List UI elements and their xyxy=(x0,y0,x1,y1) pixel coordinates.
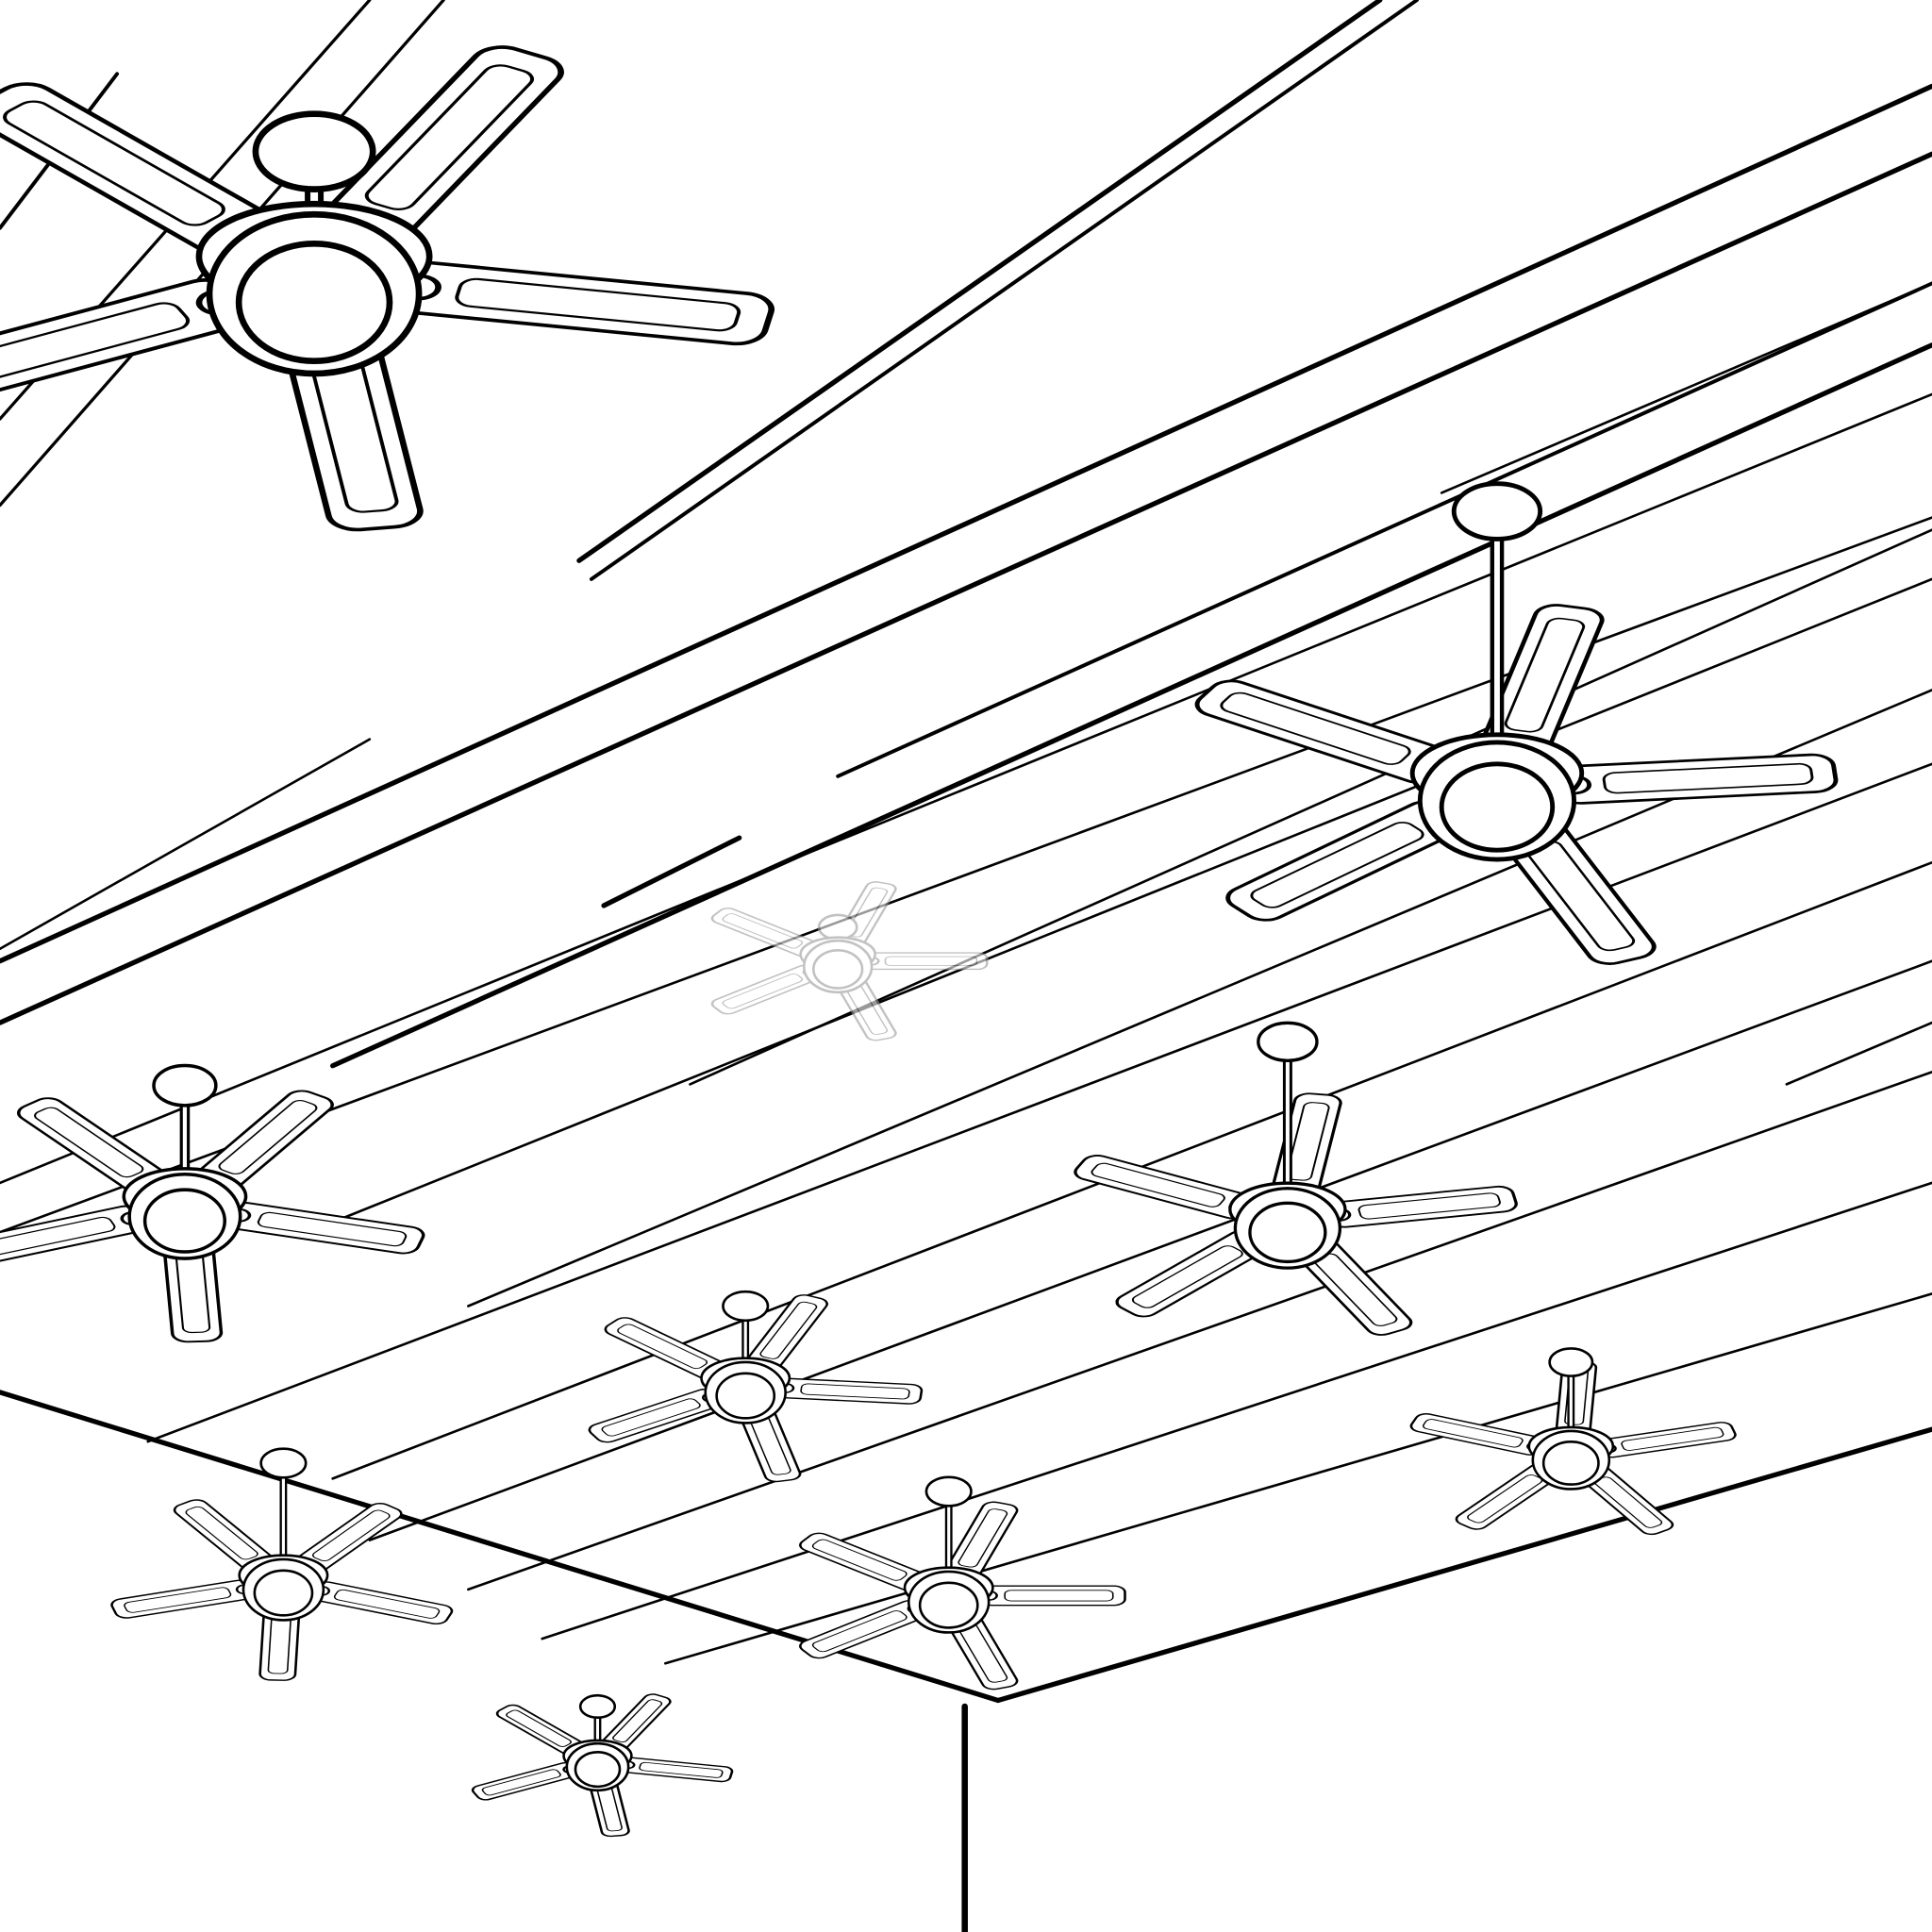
ceiling-line xyxy=(589,0,1419,581)
light-globe xyxy=(142,1188,227,1254)
ceiling-line xyxy=(995,1426,1932,1704)
blade-inner-line xyxy=(1004,1590,1114,1602)
blade-inner-line xyxy=(257,1211,408,1247)
fan-blade xyxy=(979,1585,1126,1607)
canopy xyxy=(152,1063,218,1108)
canopy xyxy=(722,1290,770,1323)
ceiling-fan-icon xyxy=(0,1063,425,1343)
light-globe xyxy=(574,1750,622,1789)
ceiling-fan-icon xyxy=(710,881,989,1041)
blade-inner-line xyxy=(884,956,978,966)
ceiling-line xyxy=(0,83,1932,964)
ceiling-line xyxy=(836,281,1932,778)
blade-inner-line xyxy=(0,1216,116,1258)
canopy xyxy=(252,110,376,192)
blade-inner-line xyxy=(364,64,535,210)
blade-inner-line xyxy=(1285,1102,1330,1181)
blade-inner-line xyxy=(811,1610,908,1653)
ceiling-fan-icon xyxy=(1194,481,1839,965)
blade-inner-line xyxy=(1504,617,1586,733)
light-globe xyxy=(918,1581,979,1629)
blade-shape xyxy=(979,1585,1126,1607)
canopy xyxy=(1548,1347,1594,1377)
ceiling-line xyxy=(467,1071,1932,1591)
ceiling-fans xyxy=(0,45,1839,1838)
blade-inner-line xyxy=(1357,1192,1501,1220)
blade-inner-line xyxy=(617,1324,708,1370)
blade-inner-line xyxy=(1621,1426,1724,1451)
blade-inner-line xyxy=(455,277,741,332)
blade-inner-line xyxy=(800,1383,910,1400)
blade-inner-line xyxy=(1422,1419,1524,1448)
blade-inner-line xyxy=(759,1301,818,1359)
blade-inner-line xyxy=(506,1709,572,1747)
light-globe xyxy=(811,948,864,990)
blade-inner-line xyxy=(958,1508,1008,1568)
ceiling-line xyxy=(541,1181,1932,1641)
light-globe xyxy=(1541,1440,1600,1486)
blade-inner-line xyxy=(601,1398,701,1437)
ceiling-line xyxy=(307,577,1932,1234)
canopy xyxy=(924,1475,973,1507)
blade-inner-line xyxy=(722,974,804,1009)
ceiling-line xyxy=(576,0,1383,563)
ceiling-fan-icon xyxy=(471,1693,734,1838)
blade-inner-line xyxy=(311,1509,391,1561)
blade-shape xyxy=(863,952,989,971)
ceiling-line xyxy=(368,959,1932,1541)
light-globe xyxy=(253,1569,314,1617)
light-globe xyxy=(1248,1201,1327,1264)
ceiling-fan-icon xyxy=(1409,1347,1737,1536)
canopy xyxy=(578,1693,617,1720)
blade-inner-line xyxy=(185,1506,258,1560)
canopy xyxy=(259,1447,308,1479)
blade-inner-line xyxy=(34,1107,144,1178)
ceiling-line xyxy=(601,835,742,908)
ceiling-line xyxy=(0,392,1932,1185)
canopy xyxy=(1257,1021,1319,1062)
ceiling-fan-icon xyxy=(0,45,775,532)
ceiling-line xyxy=(1440,282,1932,494)
light-globe xyxy=(235,241,393,365)
blade-inner-line xyxy=(1220,691,1411,765)
light-globe xyxy=(1439,761,1556,853)
ceiling-fan-icon xyxy=(799,1475,1126,1690)
ceiling-fan-icon xyxy=(110,1447,454,1681)
blade-inner-line xyxy=(639,1761,724,1778)
blade-inner-line xyxy=(481,1769,561,1796)
blade-inner-line xyxy=(1602,762,1814,794)
blade-inner-line xyxy=(333,1589,441,1619)
blade-inner-line xyxy=(811,1539,908,1581)
light-globe xyxy=(715,1372,776,1420)
blade-inner-line xyxy=(0,302,191,391)
blade-inner-line xyxy=(1467,1474,1543,1524)
ceiling-line xyxy=(0,151,1932,1025)
ceiling-line xyxy=(330,342,1932,1069)
canopy xyxy=(817,913,858,941)
blade-inner-line xyxy=(612,1699,663,1742)
ceiling-fan-icon xyxy=(1074,1021,1518,1336)
ceiling-line xyxy=(689,528,1932,1086)
fan-blade xyxy=(863,952,989,971)
ceiling-line xyxy=(1785,1021,1932,1086)
blade-inner-line xyxy=(722,913,804,949)
blade-inner-line xyxy=(1131,1245,1243,1308)
canopy xyxy=(1451,481,1543,541)
ceiling-fan-icon xyxy=(588,1290,924,1483)
ceiling-line xyxy=(664,1292,1932,1665)
ceiling-line xyxy=(146,762,1932,1443)
blade-inner-line xyxy=(3,100,225,226)
blade-inner-line xyxy=(218,1100,318,1174)
blade-inner-line xyxy=(124,1587,232,1613)
blade-inner-line xyxy=(1091,1162,1225,1208)
blade-inner-line xyxy=(1250,822,1424,908)
ceiling-line xyxy=(0,738,372,951)
